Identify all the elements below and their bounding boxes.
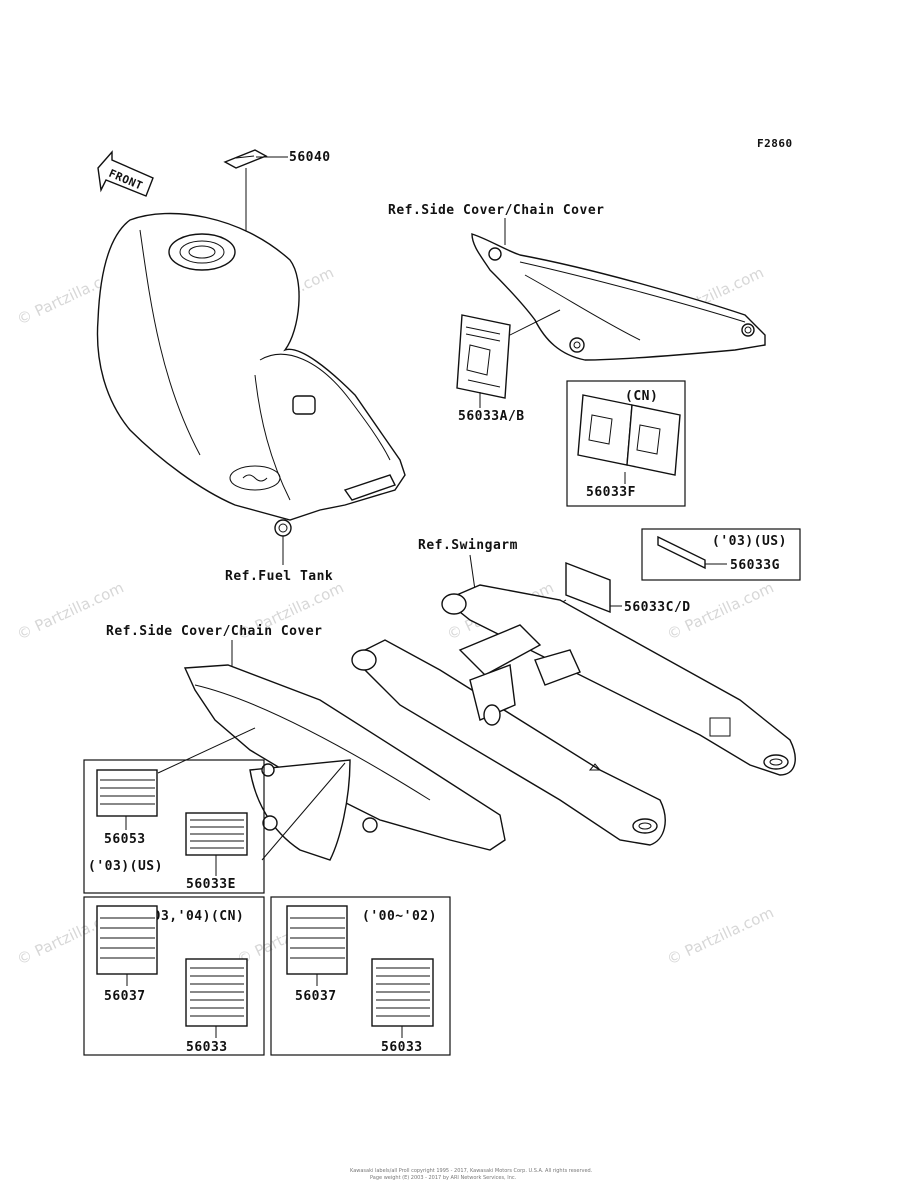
figure-code: F2860 bbox=[757, 137, 793, 150]
y0002-tag: ('00~'02) bbox=[362, 909, 437, 924]
y0002-detail-box bbox=[270, 896, 451, 1056]
part-number-56037-left: 56037 bbox=[104, 989, 146, 1004]
part-number-56033f: 56033F bbox=[586, 485, 636, 500]
part-number-56033-left: 56033 bbox=[186, 1040, 228, 1055]
footer-copyright: Kawasaki labels/all Proll copyright 1995… bbox=[350, 1168, 593, 1174]
front-arrow-icon: FRONT bbox=[97, 150, 154, 197]
cn0304-detail-box bbox=[83, 896, 265, 1056]
us03-left-tag: ('03)(US) bbox=[88, 859, 163, 874]
ref-side-cover-left-label: Ref.Side Cover/Chain Cover bbox=[106, 624, 323, 639]
sticker-56033g bbox=[657, 535, 706, 570]
sticker-56037-left bbox=[96, 905, 158, 975]
sticker-56033e bbox=[185, 812, 248, 856]
chain-cover-left bbox=[183, 664, 506, 861]
side-cover-top bbox=[471, 233, 766, 361]
part-number-56033cd: 56033C/D bbox=[624, 600, 691, 615]
part-number-56033ab: 56033A/B bbox=[458, 409, 525, 424]
fuel-tank bbox=[96, 212, 406, 537]
ref-fuel-tank-label: Ref.Fuel Tank bbox=[225, 569, 333, 584]
us03-detail-box bbox=[641, 528, 801, 581]
watermark: © Partzilla.com bbox=[664, 903, 777, 968]
us03-left-detail-box bbox=[83, 759, 265, 894]
part-number-56037-right: 56037 bbox=[295, 989, 337, 1004]
sticker-56040 bbox=[223, 149, 268, 169]
part-number-56033e: 56033E bbox=[186, 877, 236, 892]
sticker-56037-right bbox=[286, 905, 348, 975]
sticker-56033ab bbox=[456, 314, 511, 399]
cn0304-tag: ('03,'04)(CN) bbox=[136, 909, 244, 924]
part-number-56040: 56040 bbox=[289, 150, 331, 165]
part-number-56033g: 56033G bbox=[730, 558, 780, 573]
ref-side-cover-top-label: Ref.Side Cover/Chain Cover bbox=[388, 203, 605, 218]
footer-publisher: Page weight (E) 2003 - 2017 by ARI Netwo… bbox=[370, 1175, 517, 1181]
cn-box-tag: (CN) bbox=[625, 389, 658, 404]
sticker-56053 bbox=[96, 769, 158, 817]
sticker-56033-right bbox=[371, 958, 434, 1027]
cn-detail-box bbox=[566, 380, 686, 507]
part-number-56033-right: 56033 bbox=[381, 1040, 423, 1055]
part-number-56053: 56053 bbox=[104, 832, 146, 847]
sticker-56033cd bbox=[565, 561, 611, 614]
us03-tag: ('03)(US) bbox=[712, 534, 787, 549]
sticker-56033f bbox=[577, 394, 681, 476]
ref-swingarm-label: Ref.Swingarm bbox=[418, 538, 518, 553]
swingarm bbox=[351, 584, 796, 846]
sticker-56033-left bbox=[185, 958, 248, 1027]
